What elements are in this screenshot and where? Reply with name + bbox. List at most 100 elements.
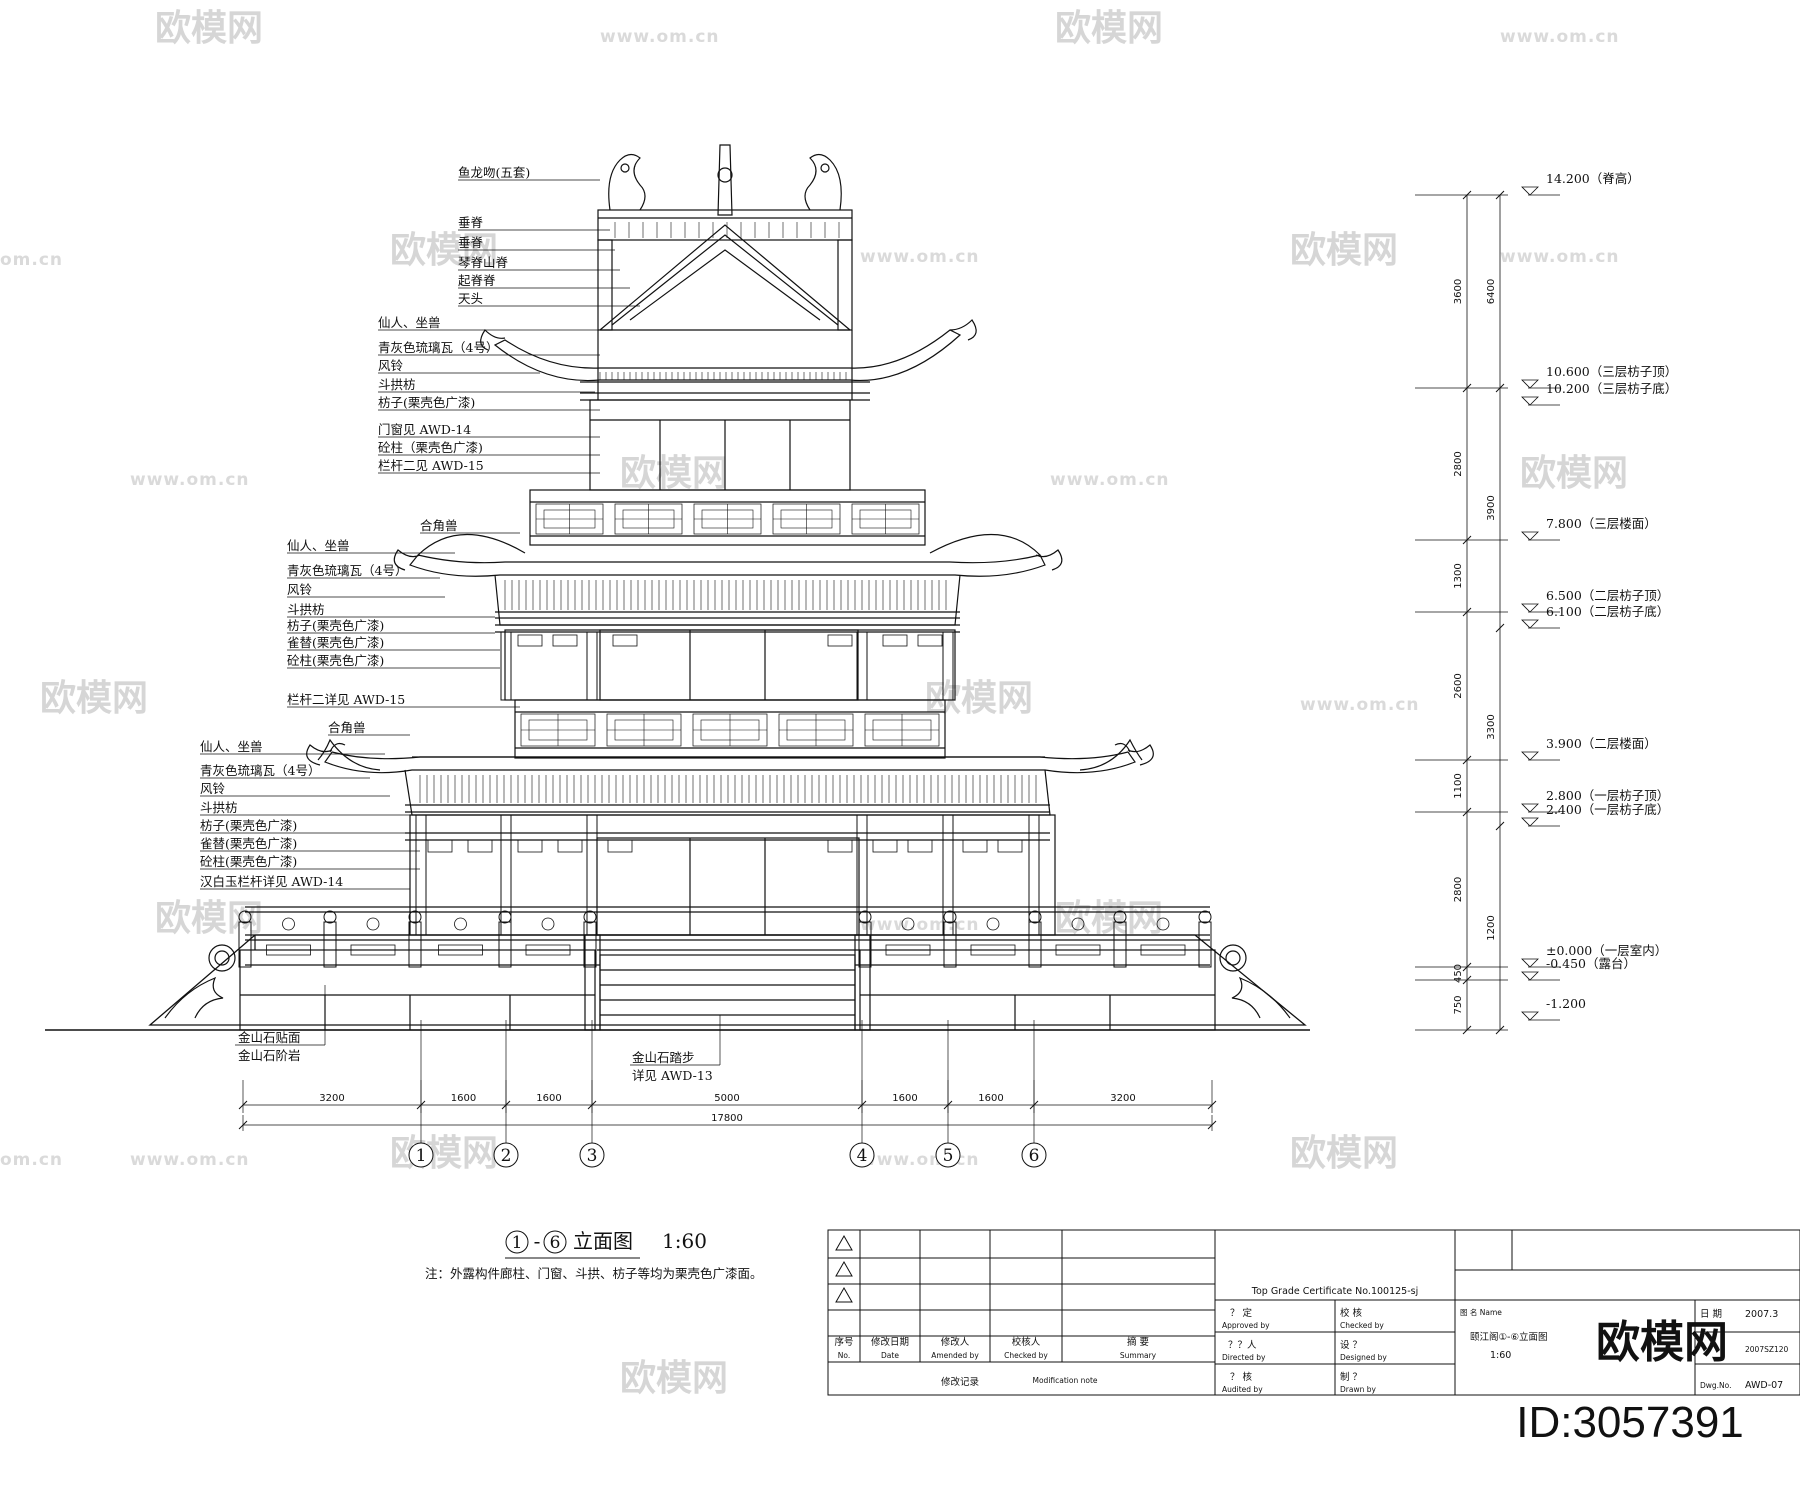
rev-footer: 修改记录 — [941, 1376, 980, 1388]
rev-footer-en: Modification note — [1033, 1376, 1098, 1385]
approved-label-en: Approved by — [1222, 1321, 1270, 1330]
axis-bubble — [1021, 1142, 1047, 1168]
level-mark — [1521, 396, 1539, 406]
watermark-url: www.om.cn — [1050, 470, 1170, 490]
bay-dimension: 1600 — [536, 1093, 561, 1104]
watermark-url-short: om.cn — [0, 250, 63, 270]
watermark-url: www.om.cn — [1500, 27, 1620, 47]
directed-label: ？？人 — [1228, 1340, 1257, 1351]
annotation-label: 雀替(栗壳色广漆) — [287, 635, 384, 650]
date-value: 2007.3 — [1745, 1309, 1778, 1320]
rev-col-no: 序号 — [834, 1336, 853, 1348]
watermark-url: www.om.cn — [600, 27, 720, 47]
level-dim-inner: 450 — [1453, 964, 1464, 983]
annotation-label: 栏杆二详见 AWD-15 — [287, 692, 405, 707]
level-mark — [1521, 379, 1539, 389]
level-mark — [1521, 751, 1539, 761]
rev-col-amended: 修改人 — [941, 1336, 970, 1348]
axis-bubble — [849, 1142, 875, 1168]
axis-label: 4 — [857, 1146, 868, 1166]
drawn-label: 制 ？ — [1340, 1371, 1362, 1383]
drawn-label-en: Drawn by — [1340, 1385, 1376, 1394]
watermark-url: www.om.cn — [860, 915, 980, 935]
audited-label-en: Audited by — [1222, 1385, 1263, 1394]
job-no: 2007SZ120 — [1745, 1345, 1789, 1354]
annotation-label: 琴脊山脊 — [458, 255, 509, 270]
axis-label: 2 — [501, 1146, 512, 1166]
annotation-label: 天头 — [458, 291, 483, 306]
level-label: 7.800（三层楼面） — [1546, 516, 1657, 531]
title-block-text: Top Grade Certificate No.100125-sj ？ 定 A… — [1222, 1286, 1789, 1394]
watermark-brand: 欧模网 — [1055, 898, 1163, 939]
level-label: 2.800（一层枋子顶） — [1546, 788, 1669, 803]
annotation-label: 风铃 — [287, 582, 313, 597]
annotation-label: 合角兽 — [420, 518, 458, 533]
level-mark — [1521, 531, 1539, 541]
annotation-label: 枋子(栗壳色广漆) — [200, 818, 297, 833]
annotation-leaders — [200, 179, 640, 890]
watermark-brand: 欧模网 — [390, 230, 498, 271]
annotation-label: 仙人、坐兽 — [378, 315, 441, 330]
rev-col-summary: 摘 要 — [1127, 1336, 1149, 1348]
title-dash: - — [534, 1229, 541, 1253]
title-block — [1214, 1229, 1800, 1396]
watermark-url: www.om.cn — [1300, 695, 1420, 715]
level-dim-outer: 1200 — [1486, 915, 1497, 940]
level-label: -0.450（露台） — [1546, 956, 1636, 971]
watermark-brand: 欧模网 — [1055, 8, 1163, 49]
axis-label: 5 — [943, 1146, 954, 1166]
certificate-no: Top Grade Certificate No.100125-sj — [1251, 1286, 1418, 1297]
drawing-title: 1 - 6 立面图 1:60 注：外露构件廊柱、门窗、斗拱、枋子等均为栗壳色广漆… — [425, 1229, 763, 1281]
axis-bubble — [408, 1142, 434, 1168]
brand-name: 欧模网 — [1596, 1317, 1728, 1368]
watermark-brand: 欧模网 — [620, 453, 728, 494]
watermark-brand: 欧模网 — [1290, 1133, 1398, 1174]
level-mark — [1521, 1011, 1539, 1021]
level-label: 10.200（三层枋子底） — [1546, 381, 1677, 396]
dwg-no-label: Dwg.No. — [1700, 1381, 1732, 1390]
level-label: 2.400（一层枋子底） — [1546, 802, 1669, 817]
level-mark — [1521, 603, 1539, 613]
level-mark — [1521, 817, 1539, 827]
checked-label-en: Checked by — [1340, 1321, 1384, 1330]
rev-col-summary-en: Summary — [1120, 1351, 1157, 1360]
drawing-name: 颐江阁①-⑥立面图 — [1470, 1331, 1547, 1343]
annotation-label: 门窗见 AWD-14 — [378, 422, 471, 437]
pagoda-elevation — [45, 144, 1310, 1031]
level-mark — [1521, 958, 1539, 968]
drawing-note: 注：外露构件廊柱、门窗、斗拱、枋子等均为栗壳色广漆面。 — [425, 1266, 763, 1281]
left-annotations: 鱼龙吻(五套)垂脊垂脊琴脊山脊起脊脊天头仙人、坐兽青灰色琉璃瓦（4号）风铃斗拱枋… — [200, 165, 530, 889]
level-label: ±0.000（一层室内） — [1546, 943, 1667, 958]
brand-id: ID:3057391 — [1516, 1398, 1744, 1447]
level-dim-inner: 2800 — [1453, 451, 1464, 476]
approved-label: ？ 定 — [1230, 1307, 1253, 1319]
watermark-brand: 欧模网 — [155, 8, 263, 49]
steps-detail-ref: 详见 AWD-13 — [632, 1068, 713, 1083]
watermark-layer: 欧模网欧模网欧模网欧模网欧模网欧模网欧模网欧模网欧模网欧模网欧模网欧模网欧模网w… — [0, 8, 1628, 1399]
level-label: 6.100（二层枋子底） — [1546, 604, 1669, 619]
annotation-label: 起脊脊 — [458, 273, 496, 288]
annotation-label: 青灰色琉璃瓦（4号） — [287, 563, 407, 578]
drawing-scale: 1:60 — [662, 1229, 707, 1253]
annotation-label: 合角兽 — [328, 720, 366, 735]
annotation-label: 仙人、坐兽 — [287, 538, 350, 553]
audited-label: ？ 核 — [1230, 1371, 1253, 1383]
bay-dimension: 3200 — [1110, 1093, 1135, 1104]
designed-label: 设 ？ — [1340, 1340, 1362, 1351]
level-dim-outer: 6400 — [1486, 279, 1497, 304]
title-axis-from: 1 — [512, 1233, 523, 1253]
rev-col-amended-en: Amended by — [931, 1351, 979, 1360]
title-axis-to: 6 — [550, 1233, 561, 1253]
annotation-label: 枋子(栗壳色广漆) — [287, 618, 384, 633]
annotation-label: 青灰色琉璃瓦（4号） — [200, 763, 320, 778]
level-dim-inner: 1300 — [1453, 563, 1464, 588]
axis-label: 1 — [416, 1146, 427, 1166]
annotation-label: 垂脊 — [458, 215, 484, 230]
watermark-brand: 欧模网 — [925, 678, 1033, 719]
watermark-url: www.om.cn — [860, 1150, 980, 1170]
dwg-no: AWD-07 — [1745, 1380, 1783, 1391]
annotation-label: 斗拱枋 — [200, 800, 238, 815]
revision-table-text: 序号 No. 修改日期 Date 修改人 Amended by 校核人 Chec… — [834, 1336, 1156, 1388]
level-mark — [1521, 971, 1539, 981]
